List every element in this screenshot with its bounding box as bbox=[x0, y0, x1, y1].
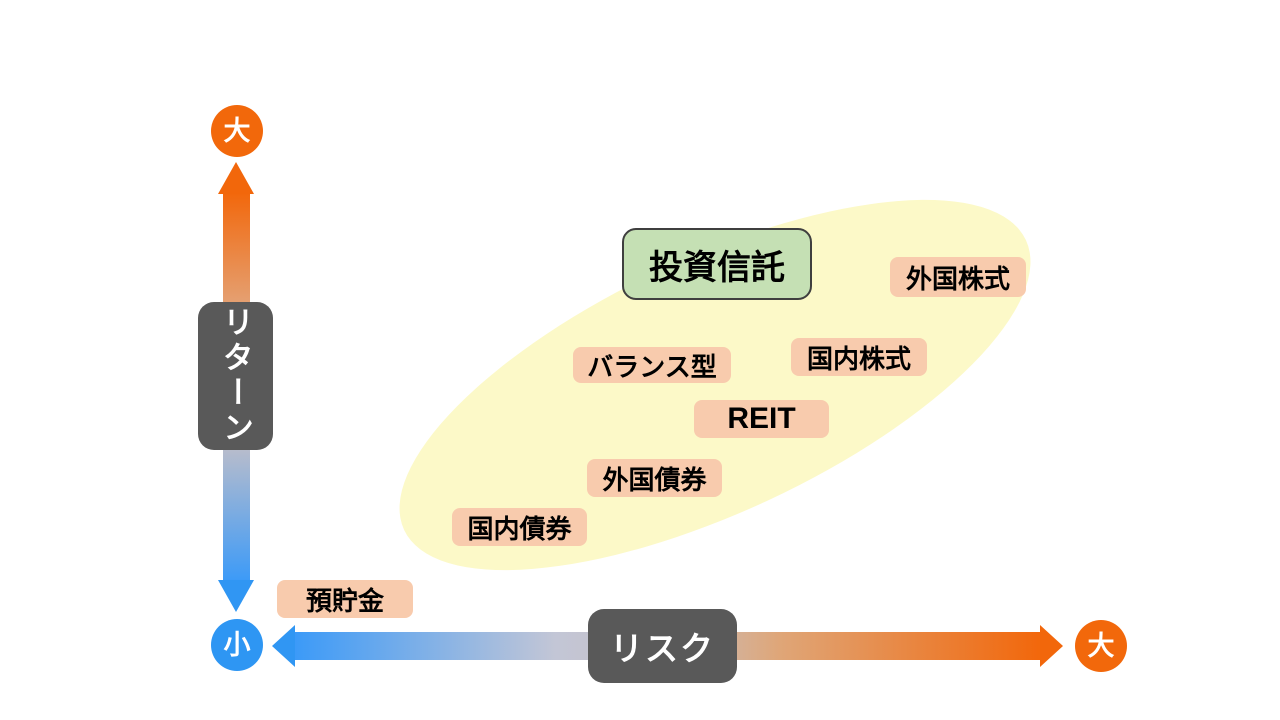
risk-max-circle: 大 bbox=[1075, 620, 1127, 672]
return-axis-label: リターン bbox=[198, 302, 273, 450]
item-investment-trust: 投資信託 bbox=[622, 228, 812, 300]
arrow-up-icon bbox=[218, 162, 254, 194]
investment-zone-ellipse bbox=[350, 124, 1080, 646]
arrow-left-icon bbox=[272, 625, 295, 667]
arrow-down-icon bbox=[218, 580, 254, 612]
item-domestic-bonds: 国内債券 bbox=[452, 508, 587, 546]
item-balanced-fund: バランス型 bbox=[573, 347, 731, 383]
item-savings: 預貯金 bbox=[277, 580, 413, 618]
item-foreign-bonds: 外国債券 bbox=[587, 459, 722, 497]
risk-axis-label: リスク bbox=[588, 609, 737, 683]
item-reit: REIT bbox=[694, 400, 829, 438]
item-foreign-stocks: 外国株式 bbox=[890, 257, 1026, 297]
origin-min-circle: 小 bbox=[211, 619, 263, 671]
arrow-right-icon bbox=[1040, 625, 1063, 667]
return-max-circle: 大 bbox=[211, 105, 263, 157]
item-domestic-stocks: 国内株式 bbox=[791, 338, 927, 376]
